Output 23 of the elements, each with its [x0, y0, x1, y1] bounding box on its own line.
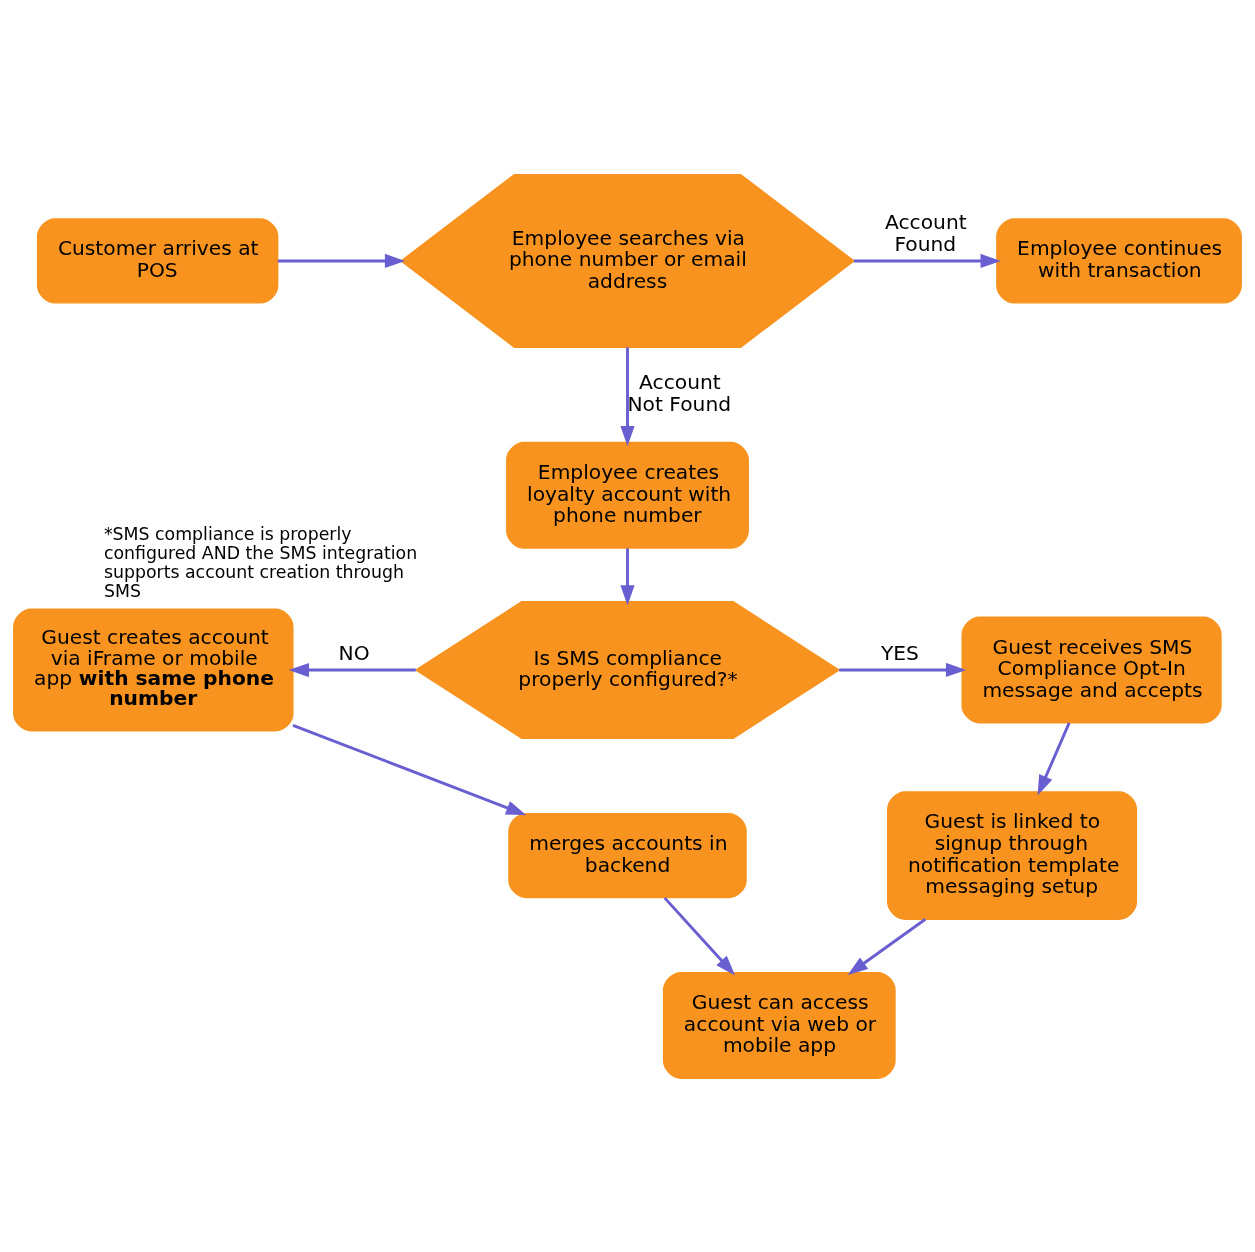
node-box: Customer arrives at POS [36, 217, 279, 304]
arrow [839, 662, 967, 677]
node-box: Employee creates loyalty account with phone number [506, 441, 749, 549]
arrow [1037, 721, 1071, 795]
arrow [620, 547, 635, 605]
node-box: Guest is linked to signup through notification template messaging setup [887, 790, 1138, 920]
arrow [292, 723, 527, 815]
arrow [288, 662, 416, 677]
node-box: Guest can access account via web or mobile app [662, 971, 896, 1079]
node-box: Guest receives SMS Compliance Opt-In message and accepts [961, 616, 1222, 723]
node-label: *SMS compliance is properly configured AND the SMS integration supports account creation through SMS [103, 523, 418, 601]
edge-label: Account Found [885, 209, 967, 256]
edge-label: Account Not Found [627, 369, 732, 416]
edge-label: NO [338, 640, 370, 665]
arrow [620, 346, 635, 446]
arrow [277, 253, 406, 268]
node-box: Employee continues with transaction [996, 217, 1242, 304]
node-box: Guest creates account via iFrame or mobile app with same phone number [13, 608, 294, 731]
arrow [663, 896, 736, 975]
arrow [847, 917, 927, 975]
node-box: merges accounts in backend [508, 812, 747, 898]
arrow [853, 253, 1001, 268]
edge-label: YES [880, 640, 919, 665]
